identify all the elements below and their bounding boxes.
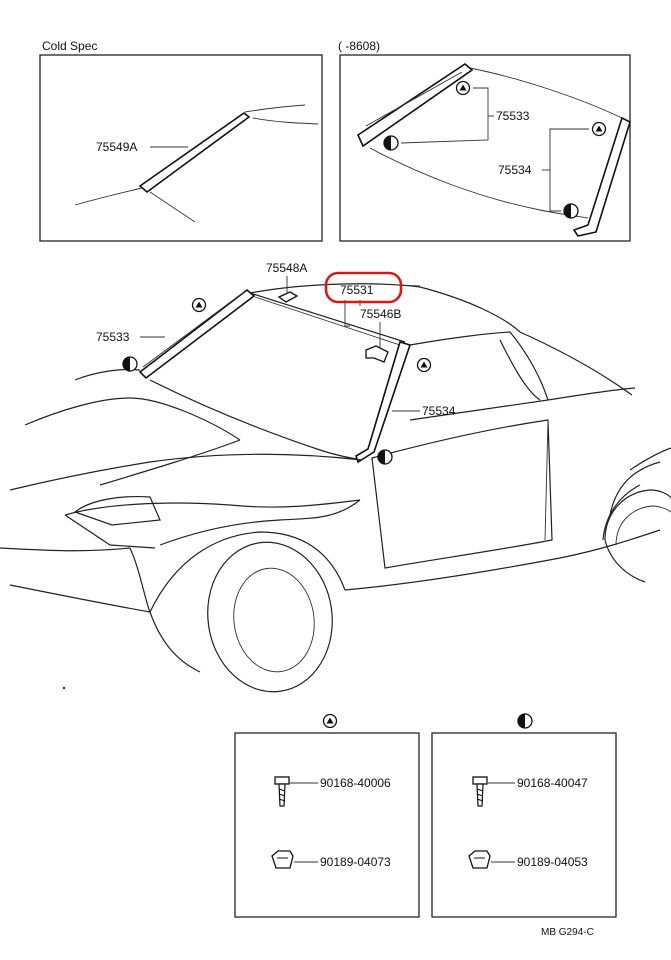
rear-tire-bottom [604,539,646,583]
rear-roofline [519,331,633,396]
halfcircle-fastener-icon [377,449,393,465]
clip-nut-icon [271,850,294,869]
bumper-bottom [9,584,151,613]
cold-spec-title: Cold Spec [42,39,97,53]
range-frame [339,54,631,242]
hood-line [74,187,143,206]
moulding-75549A [138,112,251,194]
moulding-detail [365,71,463,127]
moulding-75533-left [356,62,474,148]
halfcircle-box-icon [517,713,533,729]
triangle-fastener-icon [191,297,207,313]
front-wheel-arch [149,531,346,613]
leader-75534 [549,128,589,212]
clip-75546B [365,345,389,363]
triangle-screw-label: 90168-40006 [320,776,391,790]
hood-crease [24,397,241,441]
windshield-bottom [369,147,589,219]
triangle-box-icon [322,713,338,729]
fender-top [159,499,361,546]
moulding-75533-detail [142,291,245,368]
triangle-fastener-icon [591,121,607,137]
front-lower [149,611,201,673]
headlamp-line [64,514,156,549]
belt-line-rear [547,387,636,401]
halfcircle-fastener-icon [122,356,138,372]
label-75546B: 75546B [360,307,401,321]
triangle-box-frame [234,732,420,918]
windshield-top-line [252,117,319,125]
figure-code: MB G294-C [541,927,594,938]
side-window [409,331,549,421]
clip-75548A [277,291,299,303]
side-window-inner [499,339,541,401]
label-75534: 75534 [422,404,456,418]
halfcircle-box-frame [431,732,617,918]
windshield-top-edge-inner [254,296,404,347]
hood-edge [9,453,363,491]
triangle-fastener-box: 90168-40006 90189-04073 [234,713,420,918]
roof-line [244,104,306,113]
hood-front-crease [99,439,241,486]
windshield-top-edge [249,292,406,343]
triangle-fastener-icon [416,357,432,373]
triangle-fastener-icon [455,80,471,96]
headlamp-cover [73,495,161,526]
front-tire [207,541,333,693]
label-75534-inset: 75534 [498,163,532,177]
screw-icon [472,776,488,807]
label-75549A: 75549A [96,140,137,154]
roof-outline [249,283,521,333]
bumper-corner [129,547,151,613]
front-fascia-top [64,499,361,516]
moulding-75534-right [572,116,631,237]
cold-spec-frame [39,54,323,242]
leader-75531 [344,300,350,327]
rear-tire-top [604,489,671,541]
bumper-top [0,547,131,552]
halfcircle-fastener-box: 90168-40047 90189-04053 [431,713,617,918]
halfcircle-fastener-icon [563,203,579,219]
rear-wheel-rim [615,505,671,546]
windshield-bottom-edge [149,379,363,461]
label-75533-inset: 75533 [496,109,530,123]
halfcircle-clip-label: 90189-04053 [517,855,588,869]
door-panel [371,419,553,569]
range-inset: ( -8608) 75533 75534 [338,39,631,242]
car-illustration: 75548A 75531 75546B 75533 75534 [0,261,671,693]
speck [62,686,66,690]
cold-spec-inset: Cold Spec 75549A [39,39,323,242]
label-75533: 75533 [96,330,130,344]
halfcircle-screw-label: 90168-40047 [517,776,588,790]
rear-fender-top [629,447,671,471]
clip-nut-icon [468,850,491,869]
label-75531: 75531 [340,283,374,297]
leader-75533 [400,87,489,144]
range-title: ( -8608) [338,39,380,53]
label-75548A: 75548A [266,261,307,275]
moulding-75533 [138,288,256,380]
pillar-line [149,191,196,223]
front-wheel-rim [233,567,315,673]
rear-wheel-arch [609,461,661,516]
rocker-line [344,529,661,591]
highlight-ring [324,271,403,304]
rear-wheel-arch-inner [602,484,641,541]
door-rear-edge [544,419,549,541]
triangle-clip-label: 90189-04073 [320,855,391,869]
screw-icon [274,776,290,807]
halfcircle-fastener-icon [383,135,399,151]
windshield-top [469,67,623,119]
